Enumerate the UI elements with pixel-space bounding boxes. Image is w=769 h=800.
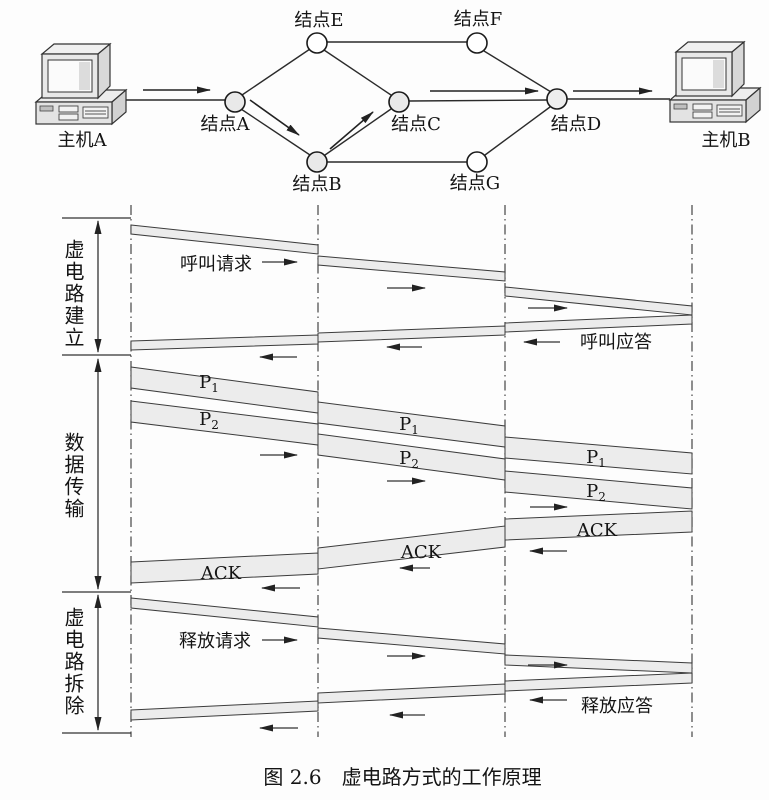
data-transfer-arrows [260,451,568,592]
p1-sub: 1 [211,381,219,395]
route-arrow-nodeb-nodec [329,111,374,150]
route-arrow-nodea-nodeb [249,99,300,136]
node-a-label: 结点A [201,114,251,135]
packet-labels: P1 P1 P1 P2 P2 P2 ACK ACK ACK [199,372,618,584]
link-nodea-nodeb [240,108,311,156]
call-reply-label: 呼叫应答 [580,332,652,353]
ack-label: ACK [576,520,618,541]
host-a-computer-icon [35,43,127,125]
band-segment [504,654,693,674]
link-nodeg-noded [484,106,551,156]
node-g-label: 结点G [450,173,500,194]
ack-band [130,510,693,584]
p2-base: P [586,481,598,502]
node-f-circle [466,32,488,54]
phase-ticks [62,217,131,734]
release-reply-label: 释放应答 [581,696,653,717]
host-b-computer-icon [669,41,761,123]
band-segment [504,314,693,333]
node-d-circle [546,88,568,110]
band-segment [504,470,693,510]
ack-label: ACK [200,563,242,584]
ack-label: ACK [400,542,442,563]
host-b-label: 主机B [701,130,750,151]
call-setup-arrows [259,258,568,361]
topology-labels: 主机A 主机B 结点A 结点B 结点C 结点D 结点E 结点F 结点G [58,9,751,195]
packet-p1-band [130,366,693,475]
release-reply-band [130,672,693,721]
band-segment [130,552,319,584]
sequence-diagram: 呼叫请求 呼叫应答 P1 P1 P1 [62,205,693,737]
band-segment [130,224,319,255]
release-request-label: 释放请求 [179,631,251,652]
p1-label: P1 [399,414,419,437]
host-a-label: 主机A [58,130,108,151]
figure-caption: 图 2.6 虚电路方式的工作原理 [263,765,542,789]
p2-base: P [399,448,411,469]
phase-setup-label: 虚电路建立 [61,239,85,349]
p2-label: P2 [199,409,219,432]
call-reply-band [130,314,693,351]
node-c-circle [388,91,410,113]
link-nodee-nodec [323,49,392,96]
p2-label: P2 [586,481,606,504]
p1-sub: 1 [598,456,606,470]
link-nodea-nodee [241,48,311,96]
node-d-label: 结点D [551,114,601,135]
p1-label: P1 [586,447,606,470]
band-segment [504,436,693,475]
band-segment [504,286,693,316]
p2-sub: 2 [211,418,219,432]
node-g-circle [466,151,488,173]
node-b-label: 结点B [292,174,341,195]
band-segment [317,255,506,282]
phase-data-label: 数据传输 [61,432,85,520]
band-segment [317,627,506,655]
p1-base: P [399,414,411,435]
p2-label: P2 [399,448,419,471]
p1-label: P1 [199,372,219,395]
link-nodec-noded [408,99,548,102]
p2-base: P [199,409,211,430]
band-segment [130,334,319,351]
node-b-circle [306,151,328,173]
release-request-band [130,597,693,674]
band-segment [317,325,506,343]
p1-base: P [199,372,211,393]
call-request-label: 呼叫请求 [180,254,252,275]
node-e-label: 结点E [294,10,343,31]
node-c-label: 结点C [391,114,441,135]
topology-nodes [224,32,568,173]
link-nodef-noded [483,50,552,93]
teardown-arrows [259,636,568,732]
topology-diagram: 主机A 主机B 结点A 结点B 结点C 结点D 结点E 结点F 结点G [35,9,761,195]
route-arrows [143,86,653,150]
p2-sub: 2 [411,457,419,471]
node-a-circle [224,91,246,113]
link-nodeb-nodec [324,108,392,156]
packet-p2-band [130,400,693,510]
p1-sub: 1 [411,423,419,437]
phase-teardown-label: 虚电路拆除 [61,607,85,717]
band-segment [130,597,319,628]
band-segment [130,700,319,721]
node-f-label: 结点F [454,9,503,30]
topology-links [126,41,670,163]
p1-base: P [586,447,598,468]
p2-sub: 2 [598,490,606,504]
timelines [130,205,693,737]
band-segment [317,683,506,704]
node-e-circle [306,32,328,54]
band-segment [504,672,693,692]
